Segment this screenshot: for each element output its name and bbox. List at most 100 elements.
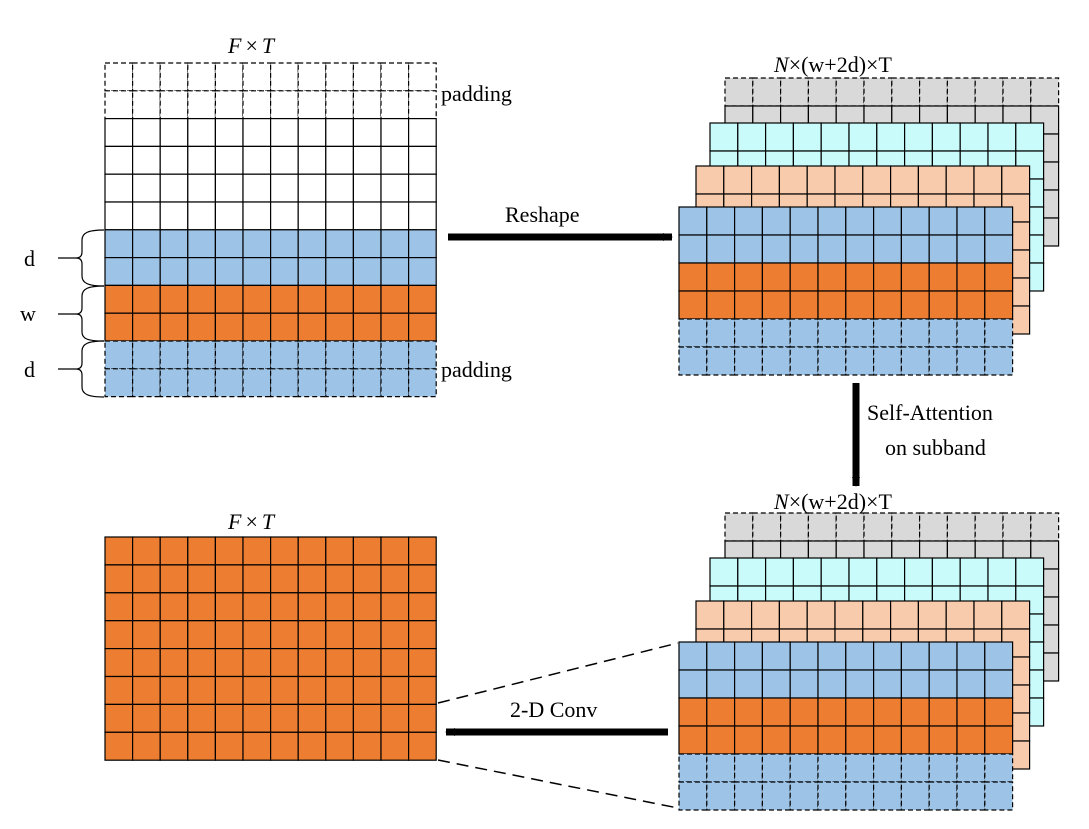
stack-bottom-front-cell bbox=[984, 781, 1014, 811]
stack-bottom-front-cell bbox=[761, 669, 791, 699]
output-cell bbox=[352, 536, 382, 566]
output-cell bbox=[132, 675, 161, 705]
stack-top-layer-gray-cell bbox=[863, 77, 893, 107]
output-cell bbox=[352, 703, 382, 733]
input-cell bbox=[104, 340, 134, 370]
title-times: × bbox=[245, 33, 257, 58]
input-cell bbox=[352, 312, 382, 342]
output-grid bbox=[104, 536, 437, 761]
input-cell bbox=[187, 312, 217, 342]
output-cell bbox=[187, 703, 217, 733]
input-cell bbox=[408, 368, 437, 398]
stack-bottom-front-cell bbox=[678, 725, 708, 755]
stack-top-front-cell bbox=[956, 234, 986, 264]
output-cell bbox=[325, 564, 354, 594]
stack-top-front-cell bbox=[706, 346, 736, 376]
input-cell bbox=[214, 229, 244, 259]
input-cell bbox=[159, 312, 189, 342]
input-cell bbox=[352, 173, 382, 203]
input-cell bbox=[132, 145, 161, 175]
stack-bottom-layer-cyan-cell bbox=[987, 557, 1017, 587]
stack-top-front-cell bbox=[733, 318, 763, 348]
out-title-times: × bbox=[245, 509, 257, 534]
stack-bottom-front-cell bbox=[789, 697, 819, 727]
stack-top-front-cell bbox=[872, 234, 902, 264]
brace-group bbox=[58, 229, 105, 398]
stack-bottom-layer-peach-cell bbox=[973, 600, 1003, 630]
stack-bottom-front-cell bbox=[733, 641, 763, 671]
stack-bottom-front-cell bbox=[900, 669, 930, 699]
stack-top-front-cell bbox=[817, 234, 847, 264]
stack-bottom-layer-peach-cell bbox=[695, 600, 725, 630]
input-cell bbox=[104, 312, 134, 342]
stack-title-top-n: N bbox=[773, 52, 790, 77]
stack-bottom-front-cell bbox=[678, 753, 708, 783]
stack-bottom-layer-gray-cell bbox=[918, 512, 948, 542]
stack-bottom-layer-gray-cell bbox=[863, 512, 893, 542]
output-cell bbox=[297, 703, 327, 733]
input-cell bbox=[159, 62, 189, 92]
stack-bottom-front-cell bbox=[956, 781, 986, 811]
output-cell bbox=[242, 620, 272, 650]
input-cell bbox=[325, 368, 354, 398]
stack-top-front-cell bbox=[706, 318, 736, 348]
output-cell bbox=[325, 703, 354, 733]
stack-top-front-cell bbox=[817, 262, 847, 292]
output-cell bbox=[408, 536, 437, 566]
input-cell bbox=[159, 284, 189, 314]
input-cell bbox=[214, 284, 244, 314]
stack-top-front-cell bbox=[984, 318, 1014, 348]
output-cell bbox=[104, 592, 134, 622]
stack-bottom-front-cell bbox=[928, 697, 958, 727]
stack-top-front-cell bbox=[928, 234, 958, 264]
output-cell bbox=[214, 647, 244, 678]
input-cell bbox=[352, 229, 382, 259]
stack-top-front-cell bbox=[733, 262, 763, 292]
input-cell bbox=[187, 173, 217, 203]
input-cell bbox=[214, 312, 244, 342]
output-cell bbox=[408, 703, 437, 733]
stack-bottom-front-cell bbox=[678, 781, 708, 811]
input-cell bbox=[380, 145, 410, 175]
output-cell bbox=[132, 620, 161, 650]
input-cell bbox=[159, 201, 189, 231]
stack-top-front-cell bbox=[900, 290, 930, 320]
input-cell bbox=[297, 173, 327, 203]
input-cell bbox=[159, 368, 189, 398]
output-cell bbox=[187, 620, 217, 650]
input-title: F×T bbox=[227, 33, 276, 58]
stack-bottom-layer-cyan-cell bbox=[876, 557, 906, 587]
stack-top-front-cell bbox=[845, 262, 875, 292]
stack-bottom-layer-gray-cell bbox=[1002, 512, 1032, 542]
stack-bottom-front-cell bbox=[956, 641, 986, 671]
output-cell bbox=[380, 536, 410, 566]
stack-top-front-cell bbox=[761, 234, 791, 264]
stack-top-layer-cyan-cell bbox=[709, 122, 739, 152]
stack-bottom-front-cell bbox=[761, 641, 791, 671]
input-cell bbox=[159, 340, 189, 370]
stack-bottom-front-cell bbox=[761, 753, 791, 783]
input-cell bbox=[297, 368, 327, 398]
input-cell bbox=[352, 90, 382, 120]
output-cell bbox=[352, 675, 382, 705]
stack-bottom-front-cell bbox=[900, 781, 930, 811]
stack-bottom-front-cell bbox=[733, 669, 763, 699]
input-cell bbox=[104, 90, 134, 120]
brace-d-top bbox=[75, 229, 105, 287]
stack-top-front-cell bbox=[984, 290, 1014, 320]
stack-bottom-layer-peach-cell bbox=[889, 600, 919, 630]
input-cell bbox=[187, 340, 217, 370]
input-cell bbox=[380, 90, 410, 120]
title-t: T bbox=[262, 33, 276, 58]
input-cell bbox=[214, 62, 244, 92]
stack-bottom-layer-peach-cell bbox=[750, 600, 780, 630]
input-cell bbox=[187, 201, 217, 231]
input-cell bbox=[352, 62, 382, 92]
stack-top-layer-peach-cell bbox=[834, 165, 864, 195]
stack-top-front-cell bbox=[789, 346, 819, 376]
stack-bottom-layer-gray-cell bbox=[1030, 512, 1060, 542]
stack-bottom-layer-gray-cell bbox=[807, 512, 837, 542]
input-cell bbox=[270, 368, 299, 398]
stack-bottom-front-cell bbox=[872, 781, 902, 811]
output-cell bbox=[380, 647, 410, 678]
